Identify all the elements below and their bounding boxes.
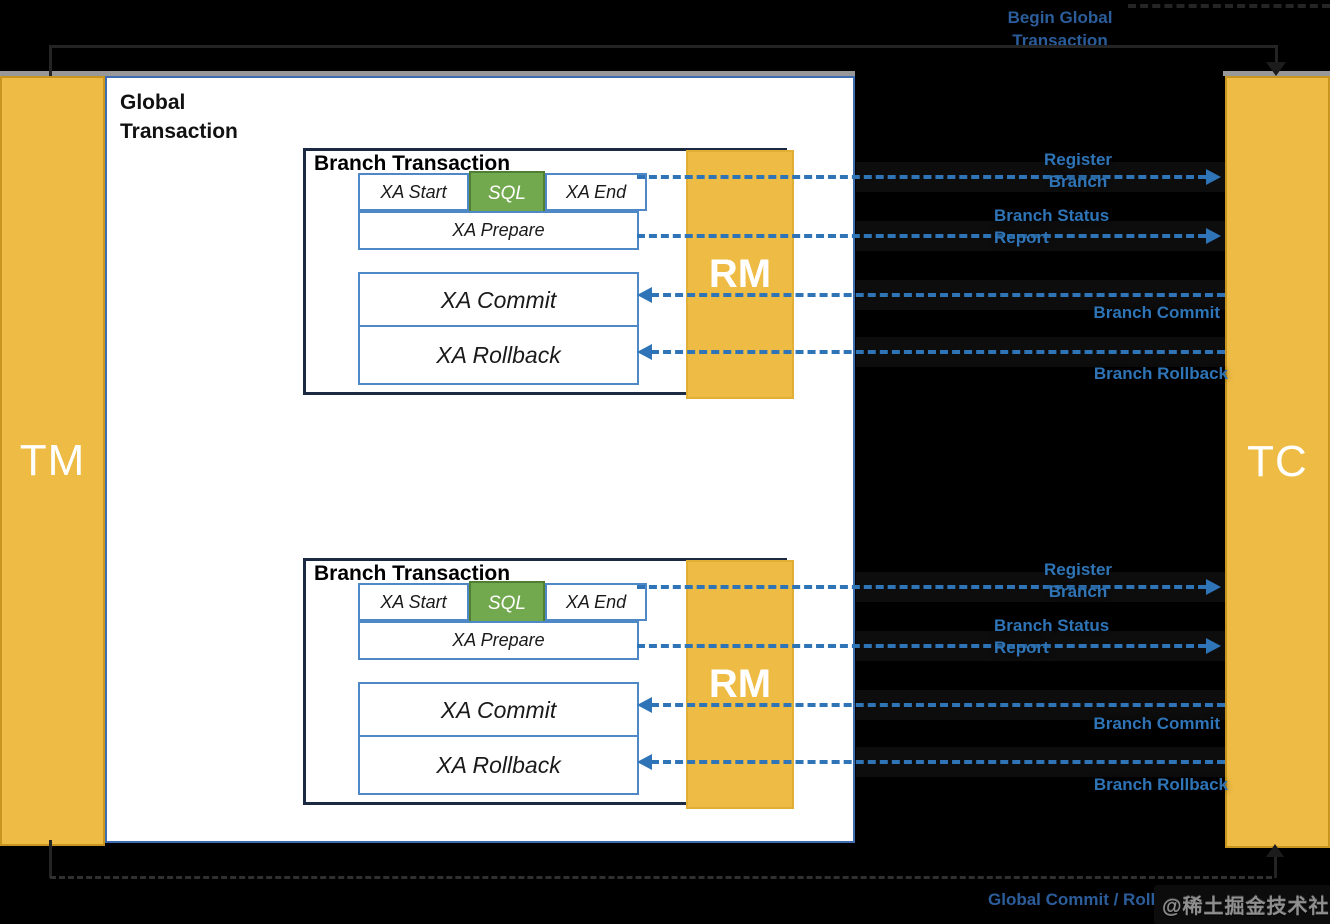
register-branch-arrow — [637, 585, 1206, 589]
register-branch-arrowhead-icon — [1206, 169, 1221, 185]
global-commit-connector-right — [1274, 852, 1277, 878]
branch-transaction-box: Branch Transaction XA Start SQL XA End X… — [303, 558, 794, 809]
branch-rollback-arrowhead-icon — [637, 344, 652, 360]
branch-commit-arrowhead-icon — [637, 697, 652, 713]
tc-label: TC — [1247, 437, 1308, 486]
xa-rollback-box: XA Rollback — [358, 325, 639, 385]
xa-prepare-box: XA Prepare — [358, 621, 639, 660]
xa-first-phase-row: XA Start SQL XA End — [358, 171, 647, 217]
branch-status-report-arrow — [637, 644, 1206, 648]
branch-rollback-arrowhead-icon — [637, 754, 652, 770]
branch-status-report-label: Branch Status Report — [994, 206, 1110, 247]
rm-box: RM — [686, 150, 794, 399]
branch-rollback-label: Branch Rollback — [1093, 775, 1228, 794]
branch-commit-arrow — [651, 703, 1225, 707]
branch-status-report-arrowhead-icon — [1206, 638, 1221, 654]
xa-commit-box: XA Commit — [358, 682, 639, 739]
global-transaction-title: Global Transaction — [120, 91, 238, 143]
branch-commit-label: Branch Commit — [1093, 303, 1220, 322]
branch-status-report-arrowhead-icon — [1206, 228, 1221, 244]
rm-box: RM — [686, 560, 794, 809]
begin-global-connector-left — [49, 45, 52, 76]
branch-status-report-arrow — [637, 234, 1206, 238]
branch-rollback-arrow — [651, 760, 1225, 764]
branch-rollback-label: Branch Rollback — [1093, 364, 1228, 383]
global-commit-arrowhead-icon — [1266, 844, 1284, 857]
xa-start-box: XA Start — [358, 583, 469, 621]
watermark-badge: @稀土掘金技术社区 — [1154, 885, 1330, 924]
branch-status-report-label: Branch Status Report — [994, 616, 1110, 657]
register-branch-arrow — [637, 175, 1206, 179]
xa-start-box: XA Start — [358, 173, 469, 211]
begin-global-arrowhead-icon — [1266, 62, 1286, 76]
branch-transaction-title: Branch Transaction — [314, 562, 511, 585]
top-edge-dashed-line — [1128, 4, 1330, 8]
register-branch-label: Register Branch — [1043, 560, 1113, 601]
xa-first-phase-row: XA Start SQL XA End — [358, 581, 647, 627]
tm-box: TM — [0, 76, 105, 846]
branch-commit-label: Branch Commit — [1093, 714, 1220, 733]
branch-transaction-box: Branch Transaction XA Start SQL XA End X… — [303, 148, 794, 399]
xa-prepare-box: XA Prepare — [358, 211, 639, 250]
register-branch-arrowhead-icon — [1206, 579, 1221, 595]
xa-commit-box: XA Commit — [358, 272, 639, 329]
rm-label: RM — [708, 252, 772, 296]
global-commit-dashed-line — [50, 876, 1272, 879]
branch-transaction-title: Branch Transaction — [314, 152, 511, 175]
begin-global-connector-horizontal — [49, 45, 1278, 48]
rm-label: RM — [708, 662, 772, 706]
branch-rollback-arrow — [651, 350, 1225, 354]
tc-box: TC — [1225, 76, 1330, 848]
global-commit-connector-left — [49, 840, 52, 878]
xa-rollback-box: XA Rollback — [358, 735, 639, 795]
branch-commit-arrowhead-icon — [637, 287, 652, 303]
register-branch-label: Register Branch — [1043, 150, 1113, 191]
global-commit-rollback-label: Global Commit / Rollback — [988, 890, 1194, 909]
xa-end-box: XA End — [545, 583, 647, 621]
xa-end-box: XA End — [545, 173, 647, 211]
top-shadow-strip — [0, 71, 855, 76]
tm-label: TM — [19, 436, 86, 485]
branch-commit-arrow — [651, 293, 1225, 297]
begin-global-connector-right — [1275, 45, 1278, 65]
